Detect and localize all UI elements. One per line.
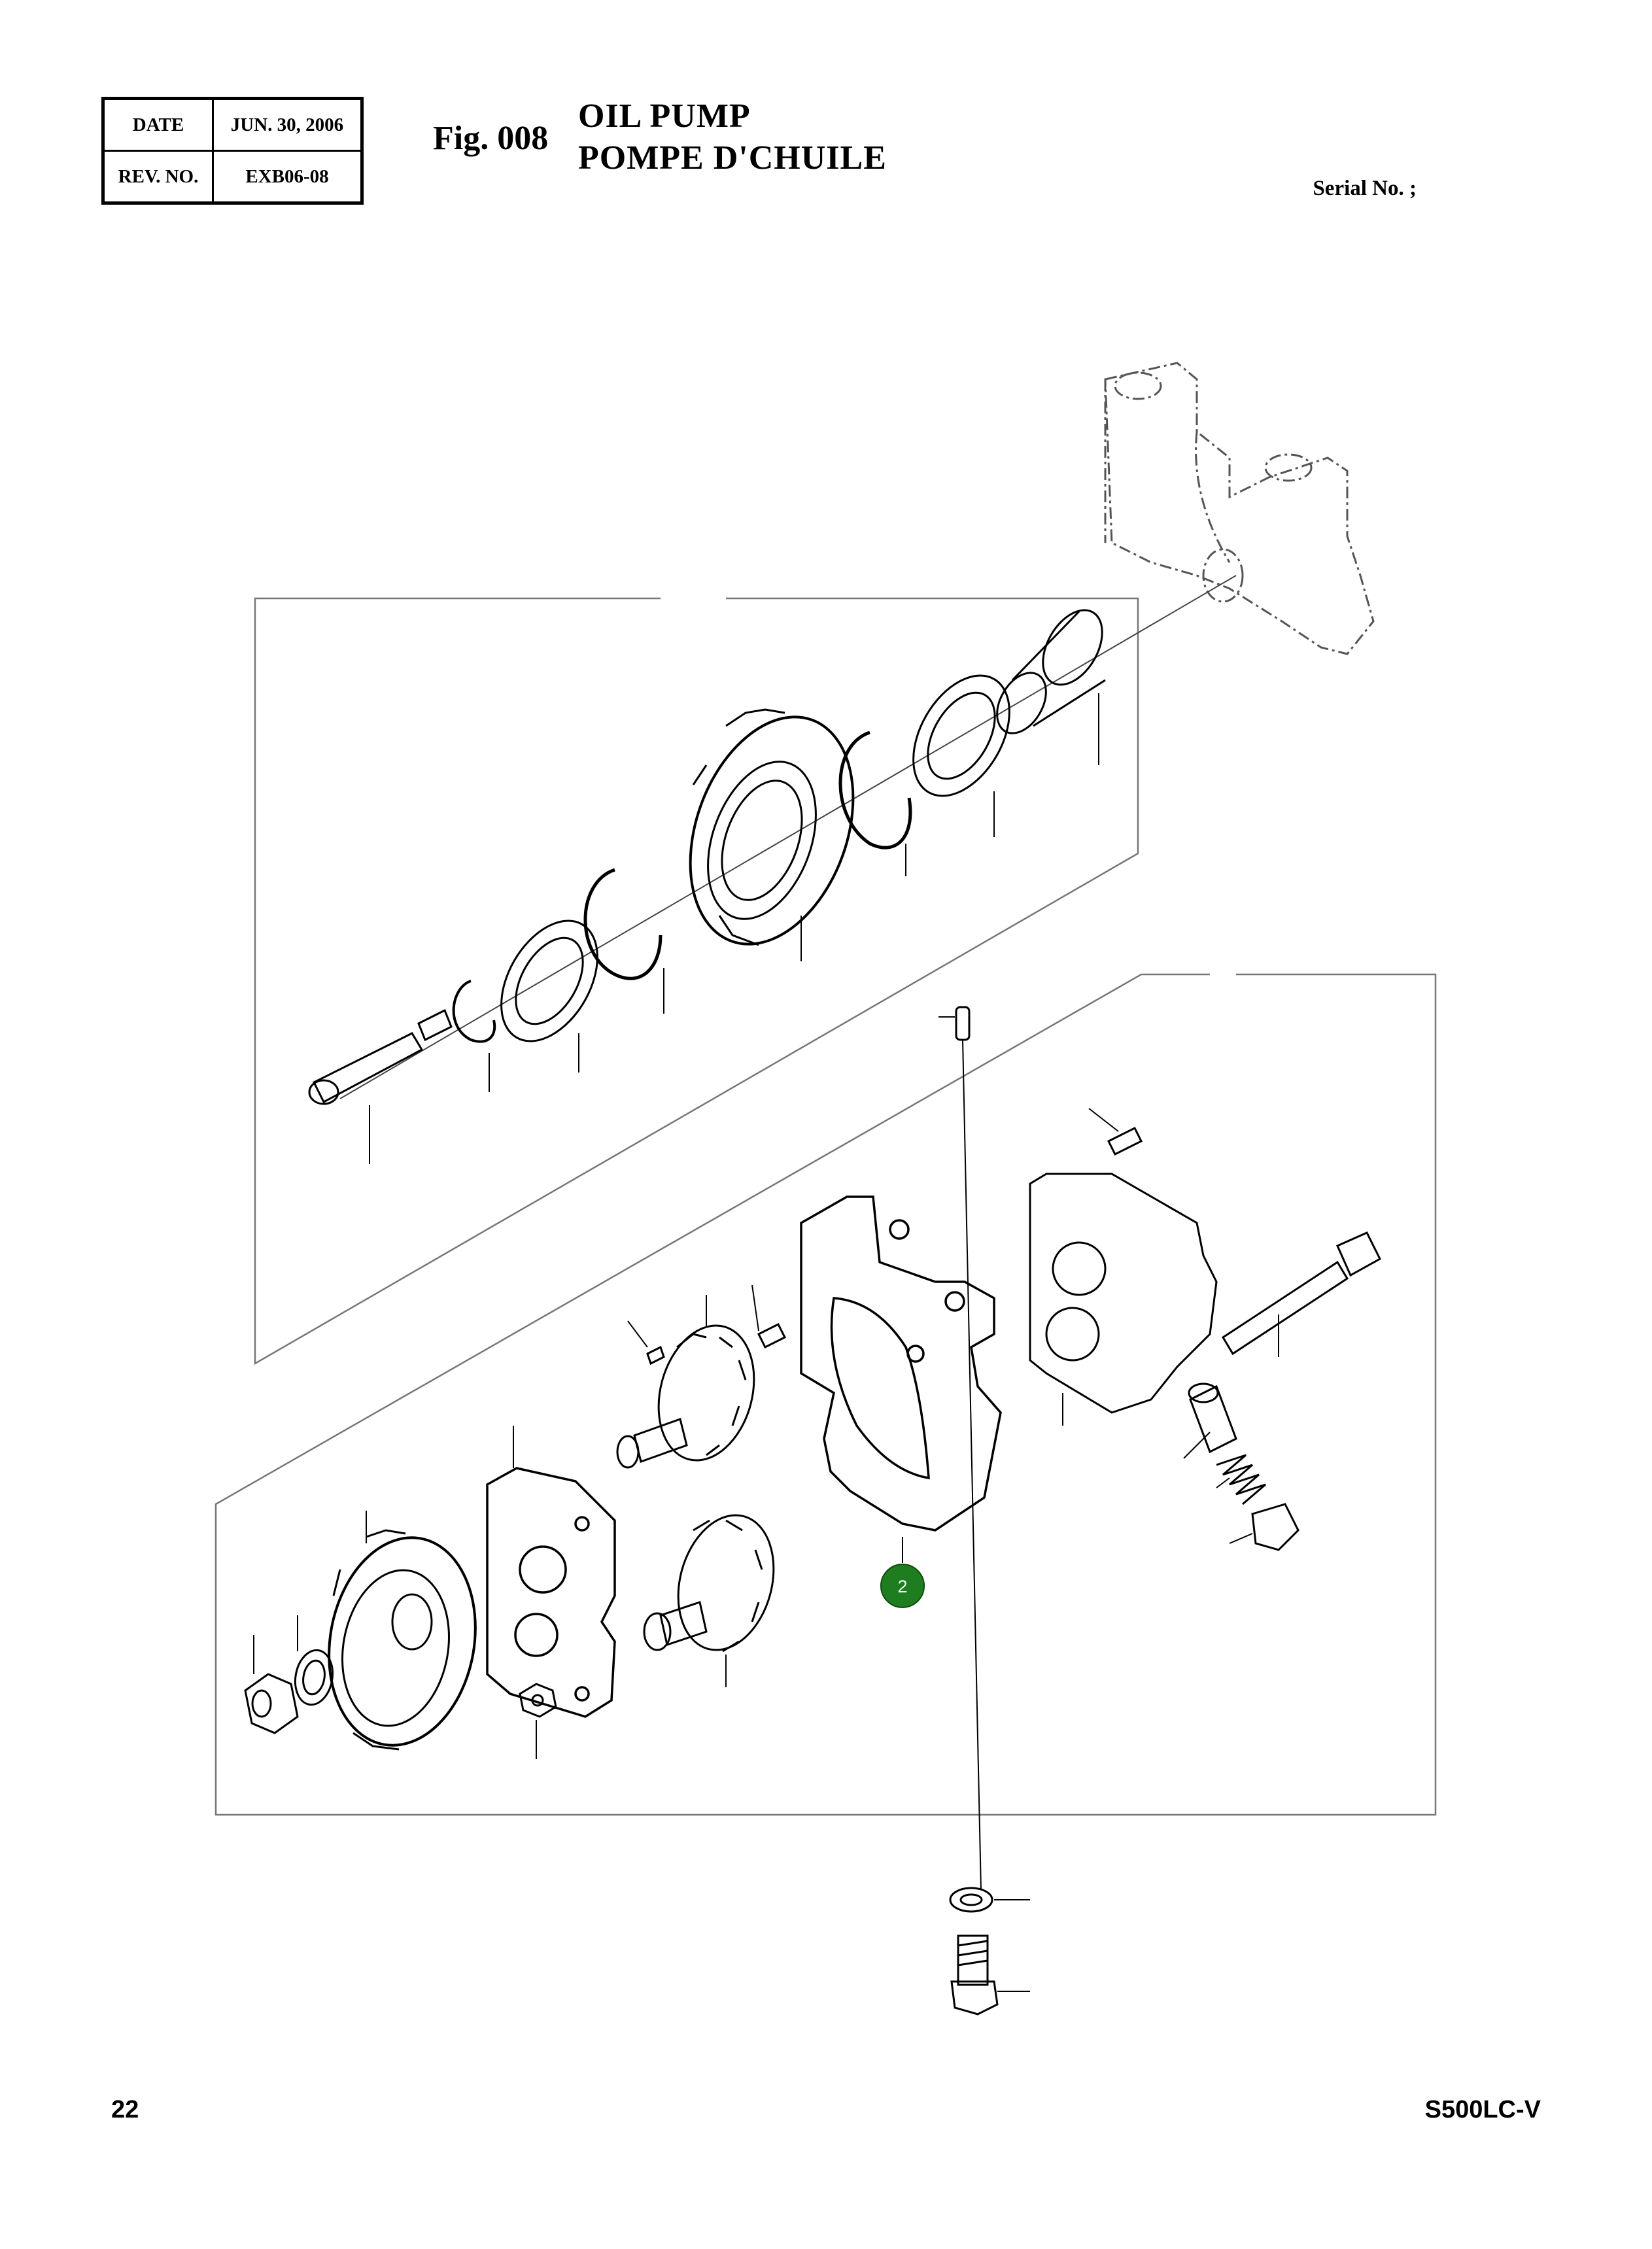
rev-label: REV. NO.: [102, 150, 214, 204]
long-cover-bolt: [1221, 1231, 1381, 1357]
housing-bolt-axis: [962, 1039, 982, 1891]
serial-number: Serial No. ;: [1313, 177, 1417, 200]
relief-valve-plunger: [1183, 1382, 1237, 1459]
pump-end-cover: [1029, 1173, 1218, 1426]
gear-nut: [244, 1635, 299, 1734]
upper-ball-bearing: [912, 674, 1010, 837]
relief-valve-plug: [1229, 1503, 1299, 1551]
callout-label: 2: [897, 1577, 907, 1596]
figure-number: Fig. 008: [433, 120, 549, 157]
bearing-bracket-phantom: [1104, 362, 1375, 655]
housing-cap-screw: [950, 1934, 1030, 2016]
lower-ball-bearing: [500, 919, 598, 1073]
key-pins: [627, 1284, 787, 1365]
pump-drive-cover-plate: [486, 1426, 616, 1718]
upper-snap-ring: [838, 730, 912, 876]
upper-assembly-axis: [339, 575, 1237, 1099]
revision-info-table: DATE JUN. 30, 2006 REV. NO. EXB06-08: [101, 97, 364, 205]
relief-valve-spring: [1216, 1454, 1266, 1505]
title-english: OIL PUMP: [578, 97, 751, 135]
upper-pump-gear-rotor: [616, 1295, 755, 1469]
model-name: S500LC-V: [1424, 2096, 1541, 2123]
shaft-bolt: [308, 1008, 453, 1164]
rev-value: EXB06-08: [212, 150, 363, 204]
callout-marker-2[interactable]: 2: [880, 1564, 925, 1608]
title-french: POMPE D'CHUILE: [578, 139, 887, 177]
upper-group-frame: [254, 597, 1139, 1365]
helical-drive-gear: [689, 708, 855, 961]
lower-pump-gear-rotor: [643, 1514, 775, 1687]
cover-hex-nut: [519, 1683, 557, 1759]
page-number: 22: [111, 2096, 139, 2123]
callout-circle[interactable]: [880, 1564, 925, 1608]
housing-washer: [949, 1887, 1030, 1913]
pump-housing: [800, 1195, 1002, 1563]
date-label: DATE: [102, 97, 214, 152]
date-value: JUN. 30, 2006: [212, 97, 363, 152]
small-snap-ring: [452, 980, 496, 1092]
dowel-pin-top: [938, 1006, 971, 1041]
lower-group-frame: [215, 973, 1437, 1816]
middle-snap-ring: [583, 868, 664, 1014]
dowel-pin-right: [1088, 1108, 1143, 1156]
pump-driven-gear: [328, 1511, 477, 1751]
bushing-part: [996, 609, 1106, 765]
gear-lock-washer: [294, 1615, 334, 1706]
